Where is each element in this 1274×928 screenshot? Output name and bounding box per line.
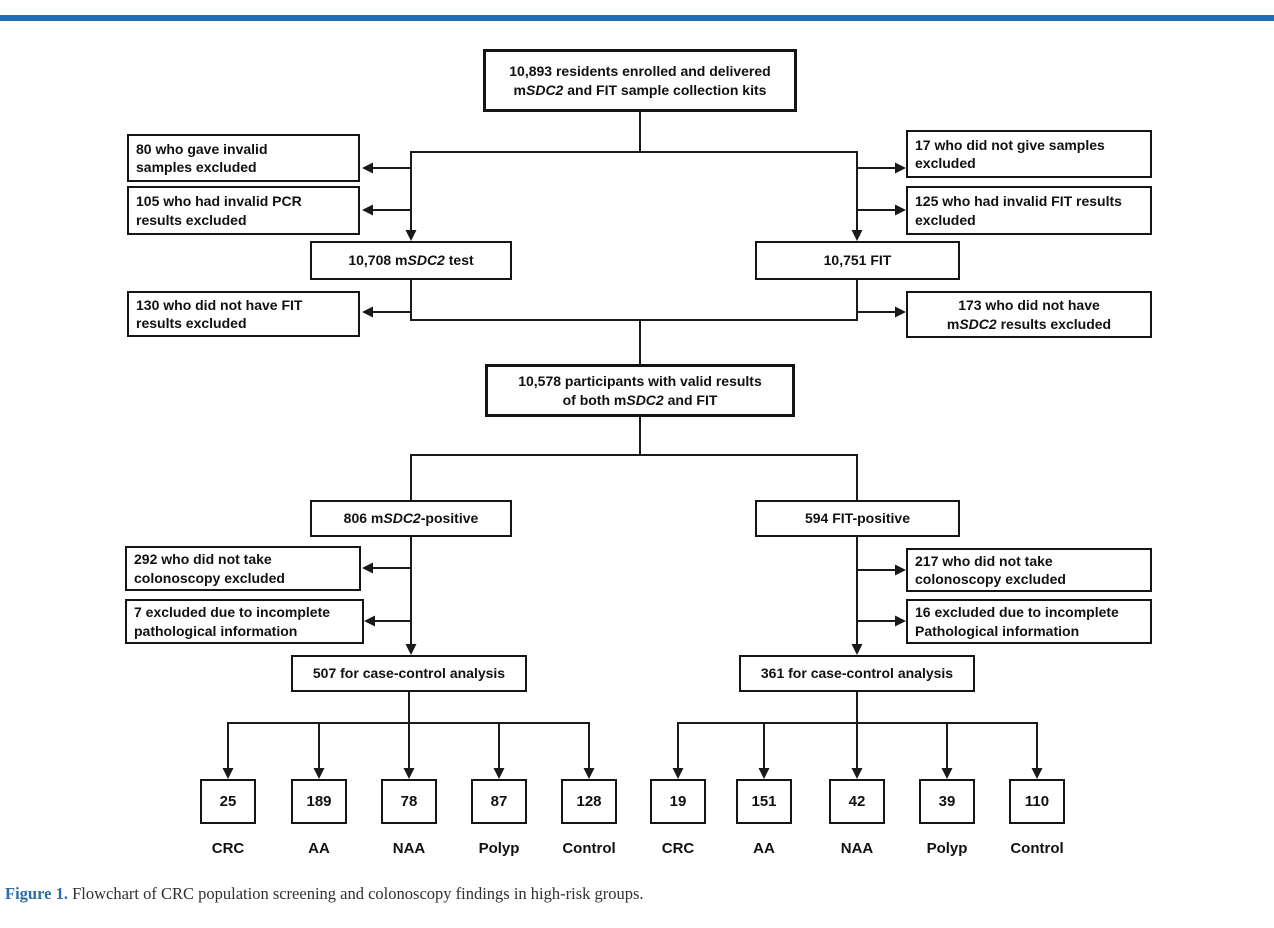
node-text: 361 for case-control analysis	[760, 665, 954, 682]
node-text: 594 FIT-positive	[804, 510, 911, 527]
outcome-value: 110	[1024, 792, 1050, 810]
node-text: 10,708 mSDC2 test	[348, 252, 474, 269]
outcome-value: 39	[938, 792, 956, 810]
outcome-box-fit-crc: 19	[650, 779, 706, 824]
outcome-box-msdc2-crc: 25	[200, 779, 256, 824]
node-text: 806 mSDC2-positive	[343, 510, 479, 527]
outcome-box-fit-aa: 151	[736, 779, 792, 824]
node-fit-test: 10,751 FIT	[755, 241, 960, 280]
node-fit-positive: 594 FIT-positive	[755, 500, 960, 537]
node-text: 507 for case-control analysis	[312, 665, 506, 682]
outcome-value: 78	[400, 792, 418, 810]
outcome-box-msdc2-control: 128	[561, 779, 617, 824]
outcome-label-msdc2-control: Control	[562, 840, 616, 857]
outcome-box-fit-naa: 42	[829, 779, 885, 824]
outcome-label-msdc2-polyp: Polyp	[478, 840, 520, 857]
outcome-label-msdc2-crc: CRC	[211, 840, 245, 857]
outcome-label-fit-polyp: Polyp	[926, 840, 968, 857]
outcome-value: 19	[669, 792, 687, 810]
outcome-box-msdc2-naa: 78	[381, 779, 437, 824]
outcome-value: 87	[490, 792, 508, 810]
outcome-label-fit-naa: NAA	[840, 840, 874, 857]
node-msdc2-test: 10,708 mSDC2 test	[310, 241, 512, 280]
outcome-label-fit-crc: CRC	[661, 840, 695, 857]
node-case-control-fit: 361 for case-control analysis	[739, 655, 975, 692]
node-msdc2-positive: 806 mSDC2-positive	[310, 500, 512, 537]
figure-caption-text: Flowchart of CRC population screening an…	[67, 884, 644, 903]
outcome-box-msdc2-aa: 189	[291, 779, 347, 824]
outcome-label-msdc2-aa: AA	[308, 840, 330, 857]
outcome-box-fit-control: 110	[1009, 779, 1065, 824]
outcome-value: 128	[576, 792, 602, 810]
outcome-label-fit-aa: AA	[753, 840, 775, 857]
outcome-label-msdc2-naa: NAA	[392, 840, 426, 857]
figure-caption: Figure 1. Flowchart of CRC population sc…	[5, 884, 644, 904]
outcome-value: 151	[751, 792, 777, 810]
outcome-box-fit-polyp: 39	[919, 779, 975, 824]
outcome-value: 42	[848, 792, 866, 810]
node-text: 10,751 FIT	[823, 252, 892, 269]
figure-caption-label: Figure 1.	[5, 884, 68, 903]
outcome-box-msdc2-polyp: 87	[471, 779, 527, 824]
top-accent-bar	[0, 15, 1274, 21]
outcome-label-fit-control: Control	[1010, 840, 1064, 857]
outcome-value: 25	[219, 792, 237, 810]
outcome-value: 189	[306, 792, 332, 810]
node-case-control-msdc2: 507 for case-control analysis	[291, 655, 527, 692]
